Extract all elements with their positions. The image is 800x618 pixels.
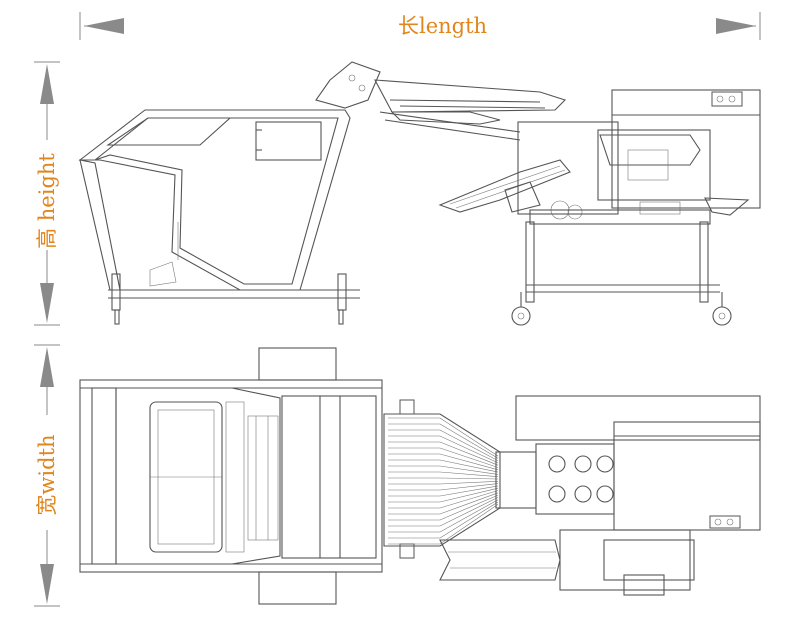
conveyor-rail [388, 481, 499, 485]
conveyor-rail [388, 471, 499, 477]
conveyor-rail [388, 504, 499, 545]
arrow-right-icon [716, 18, 756, 34]
width-dimension [34, 344, 60, 607]
conveyor-rail [388, 485, 499, 497]
conveyor-rail [388, 465, 499, 475]
side-view-cabinet [511, 89, 761, 326]
top-view-conveyor-lines [388, 417, 499, 545]
conveyor-rail [388, 483, 499, 491]
height-dimension [34, 61, 60, 326]
conveyor-rail [388, 417, 499, 457]
conveyor-rail [388, 477, 499, 480]
conveyor-rail [388, 487, 499, 503]
conveyor-rail [388, 429, 499, 461]
arrow-up-icon [40, 347, 54, 387]
side-view-conveyor [315, 61, 583, 220]
conveyor-rail [388, 494, 499, 521]
conveyor-rail [388, 499, 499, 533]
conveyor-rail [388, 453, 499, 471]
conveyor-rail [388, 441, 499, 466]
length-label: 长length [398, 14, 488, 38]
conveyor-rail [388, 447, 499, 468]
conveyor-rail [388, 501, 499, 539]
width-label: 宽width [35, 434, 59, 516]
conveyor-rail [388, 435, 499, 464]
arrow-up-icon [40, 64, 54, 104]
arrow-down-icon [40, 283, 54, 323]
conveyor-rail [388, 492, 499, 515]
conveyor-rail [388, 423, 499, 459]
arrow-left-icon [84, 18, 124, 34]
conveyor-rail [388, 490, 499, 509]
conveyor-rail [388, 497, 499, 527]
side-view-frame [78, 109, 360, 325]
conveyor-rail [388, 459, 499, 473]
height-label: 高 height [35, 153, 59, 249]
length-dimension [79, 12, 761, 40]
top-view-frame [79, 347, 501, 605]
arrow-down-icon [40, 564, 54, 604]
top-view-cabinet [439, 395, 761, 596]
